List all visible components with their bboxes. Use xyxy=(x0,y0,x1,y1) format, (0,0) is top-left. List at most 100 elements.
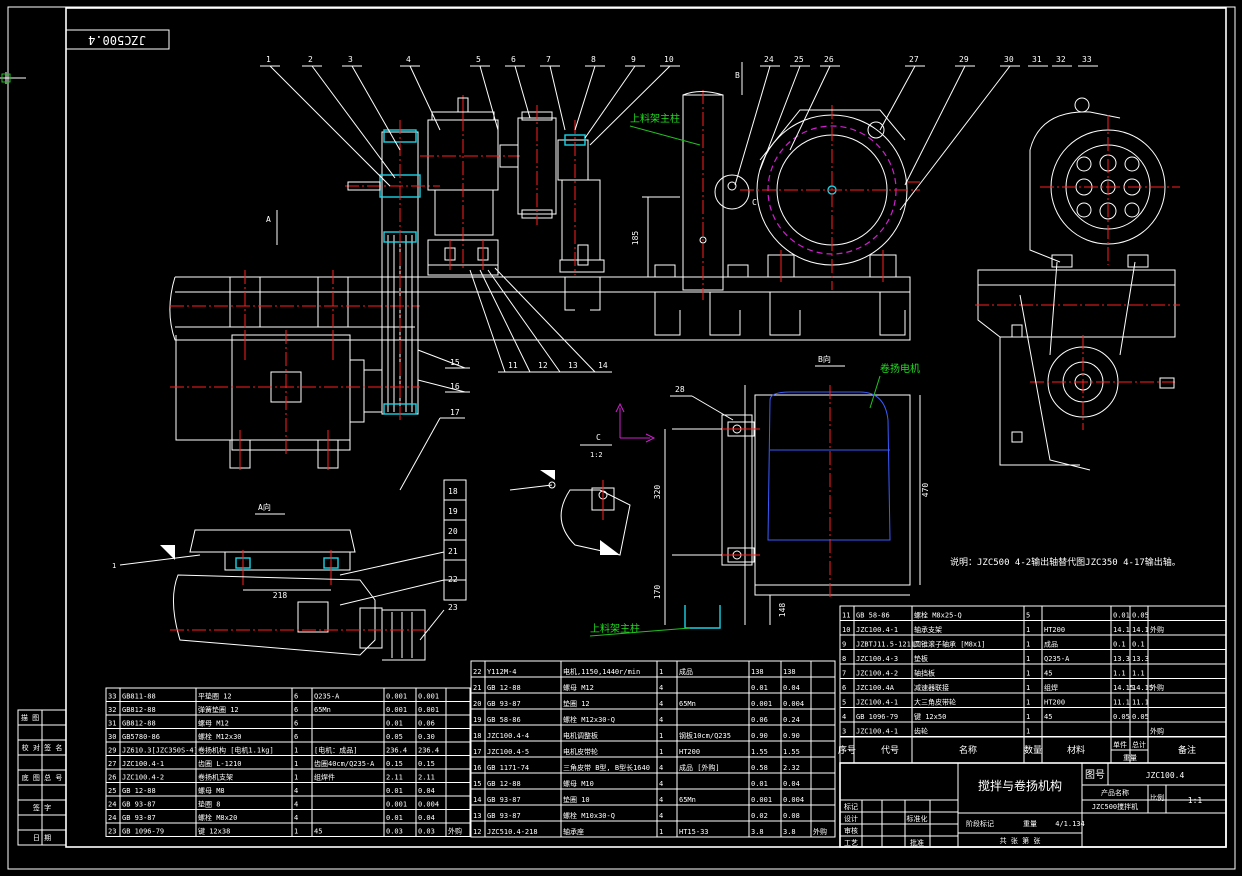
bom-cell: 卷扬机支架 xyxy=(198,773,233,782)
scale-value: 1:1 xyxy=(1188,796,1203,805)
bom-cell: 65Mn xyxy=(679,796,696,804)
bom-cell: 0.05 xyxy=(386,733,403,741)
bom-cell: 4 xyxy=(294,801,298,809)
hoist-column-label-bottom: 上料架主柱 xyxy=(590,622,640,635)
bom-cell: 1 xyxy=(294,828,298,836)
bom-header-remark: 备注 xyxy=(1178,744,1196,756)
callout-number: 1 xyxy=(266,55,271,64)
bom-cell: 13 xyxy=(473,812,481,820)
bom-cell: 1.55 xyxy=(751,748,768,756)
bom-cell: 4 xyxy=(294,787,298,795)
bom-cell: 0.01 xyxy=(1113,612,1130,620)
dim-218: 218 xyxy=(273,591,288,600)
callout-number: 3 xyxy=(348,55,353,64)
bom-cell: 4 xyxy=(659,700,663,708)
bom-cell: 4 xyxy=(659,716,663,724)
bom-cell: 7 xyxy=(842,670,846,678)
bom-cell: 垫圈 8 xyxy=(198,800,220,809)
bom-cell: 0.1 xyxy=(1113,641,1126,649)
bom-cell: 螺栓 M10x30-Q xyxy=(563,811,615,820)
bom-cell: 1 xyxy=(1026,699,1030,707)
callout-number: 24 xyxy=(764,55,774,64)
bom-cell: 1 xyxy=(1026,655,1030,663)
callout-number: 23 xyxy=(448,603,458,612)
bom-cell: 21 xyxy=(473,684,481,692)
bom-cell: 组焊件 xyxy=(314,773,335,782)
callout-leaders-bottom xyxy=(469,267,612,373)
bom-cell: 2.11 xyxy=(418,774,435,782)
bom-cell: 24 xyxy=(108,814,116,822)
callout-number: 22 xyxy=(448,575,458,584)
scale-label: 比例 xyxy=(1150,793,1164,802)
bom-cell: 1 xyxy=(1026,670,1030,678)
bom-cell: 14.1 xyxy=(1113,626,1130,634)
bom-cell: 成品 xyxy=(679,667,693,676)
bom-cell: 0.01 xyxy=(386,720,403,728)
product-name-label: 产品名称 xyxy=(1101,788,1129,797)
bom-cell: 6 xyxy=(294,733,298,741)
title-row-label: 批准 xyxy=(910,838,924,847)
bom-cell: 齿圈 L-1210 xyxy=(198,760,242,768)
bom-cell: JZC100.4-3 xyxy=(856,655,898,663)
left-strip-label: 底 图 总 号 xyxy=(22,773,63,782)
bom-cell: GB 1096-79 xyxy=(856,713,898,721)
bom-cell: GB 93-87 xyxy=(487,796,521,804)
bom-header-qty: 数量 xyxy=(1024,744,1042,756)
bom-cell: 25 xyxy=(108,787,116,795)
callout-number: 5 xyxy=(476,55,481,64)
callout-number: 32 xyxy=(1056,55,1066,64)
callout-number: 4 xyxy=(406,55,411,64)
dim-320: 320 xyxy=(653,485,662,500)
bom-cell: 14 xyxy=(473,796,481,804)
bom-cell: 4 xyxy=(659,764,663,772)
view-b-label: B向 xyxy=(818,354,831,364)
section-c-arrow-label: C xyxy=(752,198,757,207)
bom-cell: 13.3 xyxy=(1132,655,1149,663)
callout-number: 11 xyxy=(508,361,518,370)
left-strip-label: 描 图 xyxy=(21,713,39,722)
bom-header-no: 序号 xyxy=(838,744,856,756)
code-box xyxy=(65,29,170,50)
bom-header-row: 序号 代号 名称 数量 材料 单件 总计 重量 备注 xyxy=(838,736,1227,764)
bom-cell: 减速器联接 xyxy=(914,683,949,692)
bom-cell: GB 93-87 xyxy=(487,812,521,820)
dim-170: 170 xyxy=(653,585,662,600)
bom-cell: 2.32 xyxy=(783,764,800,772)
bom-cell: 12 xyxy=(473,828,481,836)
bom-cell: 14.15 xyxy=(1113,684,1134,692)
bom-cell: 45 xyxy=(1044,670,1052,678)
callout-number: 33 xyxy=(1082,55,1092,64)
bom-cell: Q235-A xyxy=(1044,655,1070,663)
bom-cell: 外购 xyxy=(448,827,462,836)
bom-cell: 轴承支架 xyxy=(914,625,942,634)
bom-cell: 0.04 xyxy=(418,814,435,822)
bom-cell: JZ610.3[JZC350S-4] xyxy=(122,747,198,755)
bom-cell: GB 12-88 xyxy=(487,684,521,692)
drawing-no-label: 图号 xyxy=(1085,769,1105,781)
bom-cell: 3.8 xyxy=(783,828,796,836)
bom-cell: JZBTJ11.5-1211 xyxy=(856,641,915,649)
bom-cell: 6 xyxy=(294,693,298,701)
bom-cell: 螺栓 M12x30-Q xyxy=(563,715,615,724)
bom-cell: JZC510.4-218 xyxy=(487,828,538,836)
bom-cell: 0.03 xyxy=(418,828,435,836)
bom-cell: 0.04 xyxy=(783,684,800,692)
callout-number: 8 xyxy=(591,55,596,64)
bom-cell: JZC100.4-1 xyxy=(856,728,898,736)
bom-cell: 31 xyxy=(108,720,116,728)
bom-cell: 8 xyxy=(842,655,846,663)
bom-cell: 齿轮 xyxy=(914,727,928,736)
bom-cell: 32 xyxy=(108,706,116,714)
bom-cell: GB812-88 xyxy=(122,720,156,728)
bom-cell: HT200 xyxy=(1044,626,1065,634)
bom-cell: 0.001 xyxy=(386,801,407,809)
stage-label: 阶段标记 xyxy=(966,819,994,828)
bom-cell: 3.8 xyxy=(751,828,764,836)
drawing-title: 搅拌与卷扬机构 xyxy=(978,778,1062,793)
bom-cell: 0.06 xyxy=(418,720,435,728)
bom-cell: 27 xyxy=(108,760,116,768)
bom-cell: GB 1171-74 xyxy=(487,764,529,772)
bom-cell: 14.1 xyxy=(1132,626,1149,634)
bom-cell: 电机皮带轮 xyxy=(563,747,598,756)
bom-cell: JZC100.4A xyxy=(856,684,895,692)
